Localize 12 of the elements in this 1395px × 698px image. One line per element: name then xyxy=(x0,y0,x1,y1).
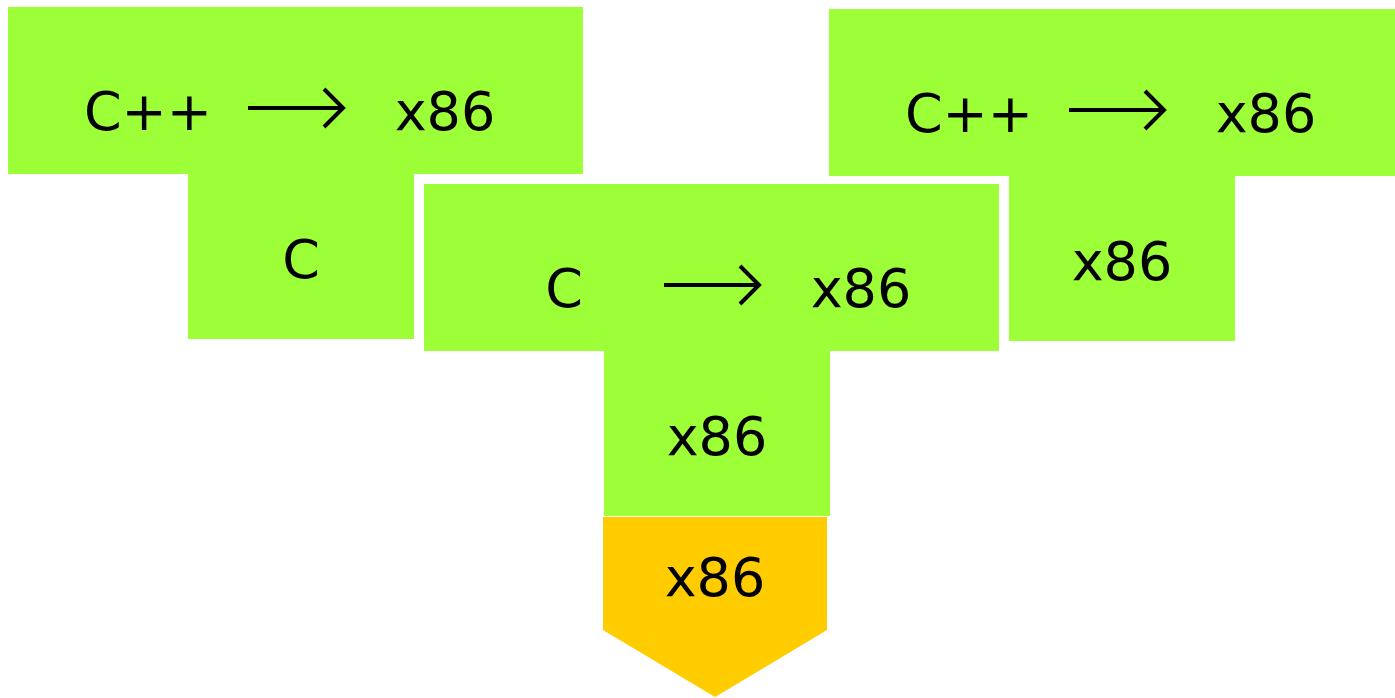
language-label: x86 xyxy=(664,551,766,605)
language-label: x86 xyxy=(810,262,912,316)
t-diagram-shape xyxy=(8,7,583,339)
language-label: x86 xyxy=(1071,235,1173,289)
t-diagram-shape xyxy=(424,184,999,516)
language-label: x86 xyxy=(1215,87,1317,141)
language-label: x86 xyxy=(394,85,496,139)
language-label: C++ xyxy=(904,87,1034,141)
language-label: C++ xyxy=(83,85,213,139)
language-label: x86 xyxy=(666,410,768,464)
language-label: C xyxy=(545,262,583,316)
language-label: C xyxy=(282,233,320,287)
